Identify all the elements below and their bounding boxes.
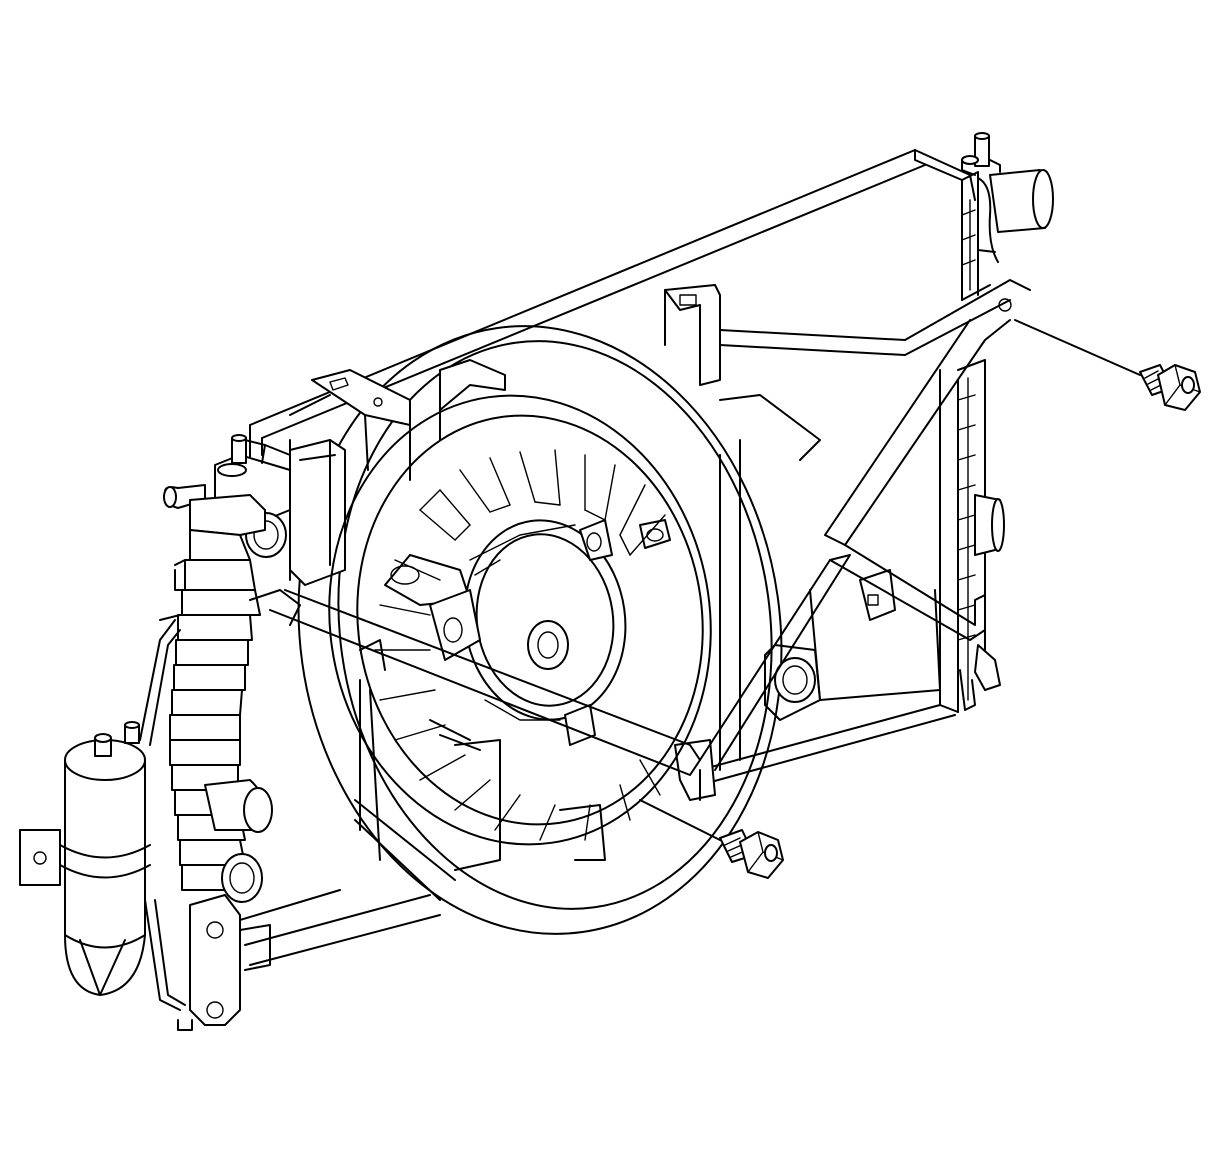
mounting-bolt-upper-right bbox=[1014, 319, 1201, 411]
accumulator bbox=[19, 619, 186, 1011]
fan-motor bbox=[429, 519, 627, 746]
radiator-outlet-hose-neck bbox=[959, 494, 1005, 711]
cooling-fan-shroud bbox=[289, 279, 1031, 935]
cooling-fan bbox=[328, 394, 712, 901]
mounting-bolt-lower-center bbox=[639, 799, 784, 879]
left-radiator-tank bbox=[159, 434, 301, 1031]
radiator bbox=[239, 149, 991, 966]
radiator-inlet-hose-neck bbox=[961, 132, 1054, 263]
shroud-support-frame bbox=[269, 319, 1011, 776]
